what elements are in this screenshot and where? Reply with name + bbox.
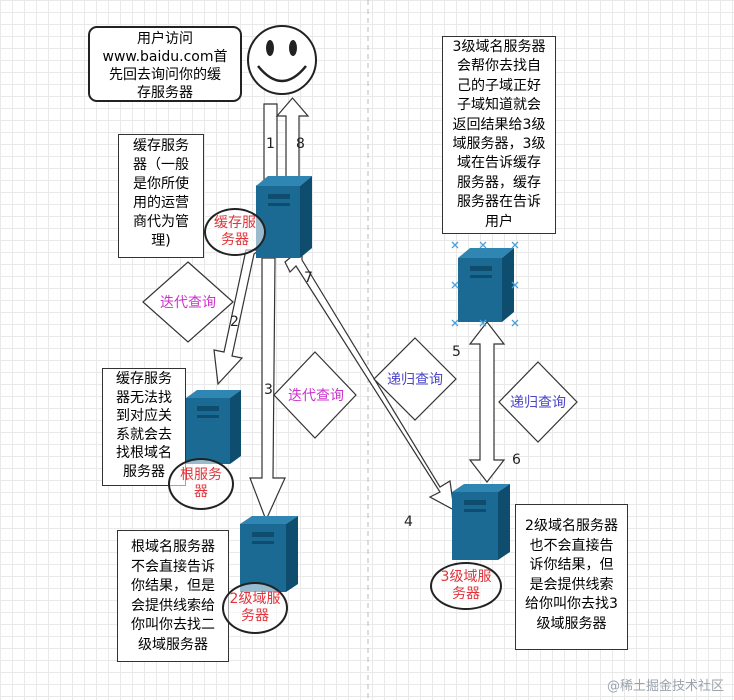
step-number-8: 8 (296, 136, 305, 152)
diamond-iterative-1 (142, 261, 234, 343)
step-number-1: 1 (266, 136, 275, 152)
second-level-server-icon (240, 516, 298, 592)
recursive-query-label-2: 递归查询 (510, 395, 566, 411)
cache-server-label: 缓存服 务器 (204, 208, 266, 256)
third-level-server-icon (452, 484, 510, 560)
cache-server-icon (256, 176, 312, 258)
iterative-query-label-1: 迭代查询 (160, 295, 216, 311)
l3-reply-note: 3级域名服务器 会帮你去找自 己的子域正好 子域知道就会 返回结果给3级 域服务… (442, 36, 556, 234)
diamond-recursive-2 (498, 361, 578, 443)
root-server-label: 根服务 器 (168, 458, 234, 510)
user-smiley-icon (247, 25, 317, 95)
watermark-text: @稀土掘金技术社区 (606, 679, 724, 694)
user-note: 用户访问 www.baidu.com首 先回去询问你的缓 存服务器 (88, 26, 242, 102)
selection-handles (451, 241, 519, 327)
root-server-icon (186, 390, 241, 464)
l2-reply-note: 2级域名服务器 也不会直接告 诉你结果，但 是会提供线索 给你叫你去找3 级域服… (515, 504, 628, 650)
arrow-step-2 (213, 249, 261, 386)
root-reply-note: 根域名服务器 不会直接告诉 你结果，但是 会提供线索给 你叫你去找二 级域服务器 (117, 530, 229, 662)
l3-server-label: 3级域服 务器 (430, 562, 502, 610)
step-number-7: 7 (304, 270, 313, 286)
iterative-query-label-2: 迭代查询 (288, 388, 344, 404)
step-number-4: 4 (404, 514, 413, 530)
l2-server-label: 2级域服 务器 (222, 582, 288, 634)
arrow-step-5-6 (468, 321, 506, 483)
cache-note: 缓存服务 器（一般 是你所使 用的运营 商代为管 理) (118, 134, 204, 258)
sub-domain-server-icon (458, 248, 514, 322)
arrow-step-3 (249, 257, 286, 522)
recursive-query-label-1: 递归查询 (387, 372, 443, 388)
step-number-5: 5 (452, 344, 461, 360)
step-number-2: 2 (230, 314, 239, 330)
diamond-recursive-1 (373, 337, 457, 421)
step-number-6: 6 (512, 452, 521, 468)
root-note: 缓存服务 器无法找 到对应关 系就会去 找根域名 服务器 (102, 368, 186, 486)
step-number-3: 3 (264, 382, 273, 398)
diamond-iterative-2 (273, 351, 357, 439)
